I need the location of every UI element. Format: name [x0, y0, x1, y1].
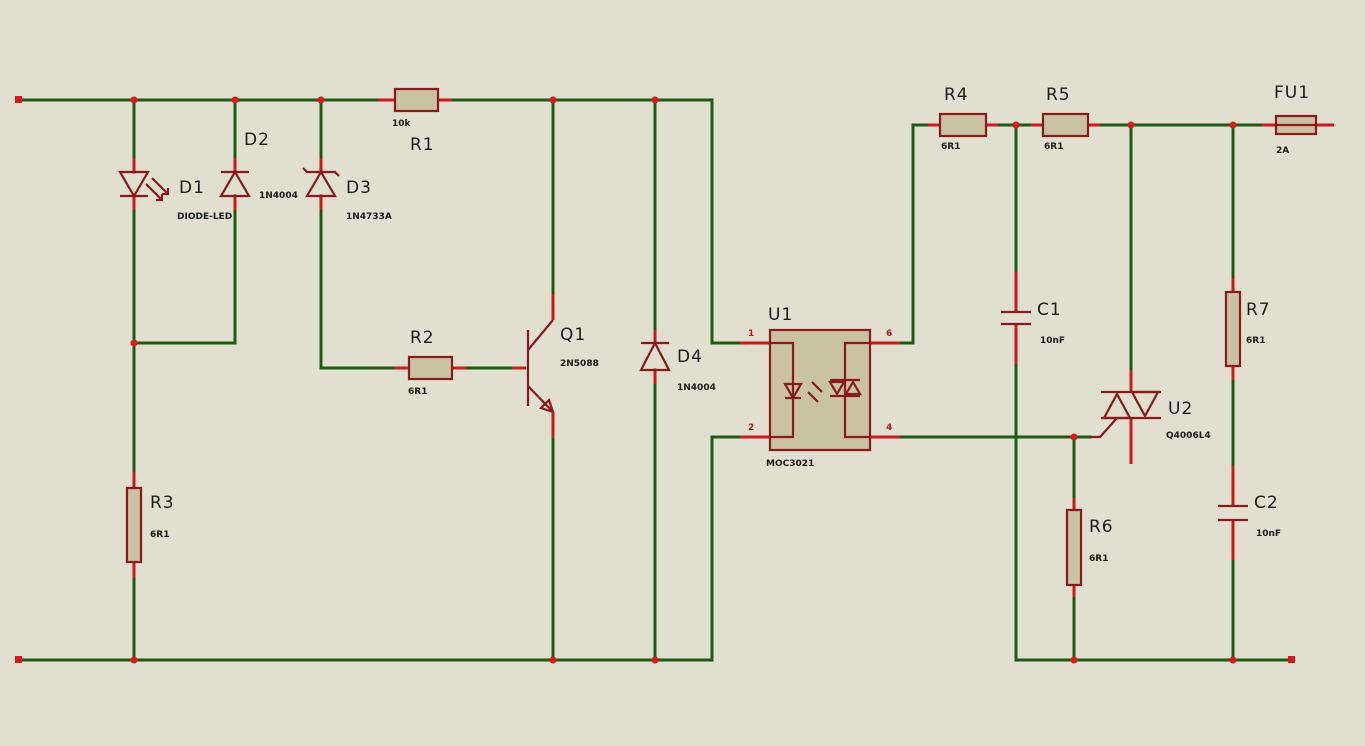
fuse-fu1[interactable]: FU1 2A [1262, 83, 1334, 156]
r3-value: 6R1 [150, 530, 169, 540]
optocoupler-u1[interactable]: 1 2 6 4 U1 MOC3021 [740, 305, 900, 469]
d2-ref: D2 [244, 130, 270, 150]
r6-value: 6R1 [1089, 554, 1108, 564]
r4-value: 6R1 [941, 142, 960, 152]
resistor-r2[interactable]: R2 6R1 [395, 328, 466, 397]
resistor-r4[interactable]: R4 6R1 [928, 85, 998, 152]
u1-pin-2: 2 [748, 423, 754, 433]
r7-value: 6R1 [1246, 336, 1265, 346]
u1-pin-1: 1 [748, 329, 754, 339]
d2-value: 1N4004 [259, 191, 298, 201]
r7-ref: R7 [1246, 300, 1271, 320]
zener-d3[interactable]: D3 1N4733A [302, 158, 392, 222]
d3-value: 1N4733A [346, 212, 392, 222]
d4-ref: D4 [677, 347, 703, 367]
u1-pin-4: 4 [886, 423, 892, 433]
fu1-ref: FU1 [1274, 83, 1310, 103]
c2-value: 10nF [1256, 529, 1281, 539]
resistor-r6[interactable]: R6 6R1 [1065, 498, 1114, 597]
r2-value: 6R1 [408, 387, 427, 397]
r4-ref: R4 [944, 85, 969, 105]
d1-value: DIODE-LED [177, 212, 232, 222]
diode-d2[interactable]: D2 1N4004 [219, 130, 298, 210]
d4-value: 1N4004 [677, 383, 716, 393]
r2-ref: R2 [410, 328, 435, 348]
u2-ref: U2 [1168, 399, 1193, 419]
junction-dots [15, 96, 1295, 664]
u1-value: MOC3021 [766, 459, 814, 469]
q1-ref: Q1 [560, 325, 586, 345]
c1-ref: C1 [1037, 300, 1062, 320]
resistor-r3[interactable]: R3 6R1 [125, 472, 175, 578]
r5-value: 6R1 [1044, 142, 1063, 152]
capacitor-c1[interactable]: C1 10nF [1001, 272, 1065, 364]
d3-ref: D3 [346, 178, 372, 198]
r3-ref: R3 [150, 493, 175, 513]
triac-u2[interactable]: U2 Q4006L4 [1090, 370, 1211, 464]
r6-ref: R6 [1089, 517, 1114, 537]
resistor-r5[interactable]: R5 6R1 [1031, 85, 1100, 152]
resistor-r7[interactable]: R7 6R1 [1224, 278, 1271, 380]
c2-ref: C2 [1254, 493, 1279, 513]
fu1-value: 2A [1276, 146, 1289, 156]
r1-value: 10k [392, 119, 412, 129]
u1-ref: U1 [768, 305, 793, 325]
r5-ref: R5 [1046, 85, 1071, 105]
c1-value: 10nF [1040, 336, 1065, 346]
transistor-q1[interactable]: Q1 2N5088 [512, 294, 599, 438]
capacitor-c2[interactable]: C2 10nF [1218, 466, 1281, 560]
wires [18, 98, 1292, 662]
resistor-r1[interactable]: 10k R1 [378, 87, 452, 155]
q1-value: 2N5088 [560, 359, 599, 369]
diode-d4[interactable]: D4 1N4004 [639, 330, 716, 393]
r1-ref: R1 [410, 135, 435, 155]
u2-value: Q4006L4 [1166, 431, 1211, 441]
u1-pin-6: 6 [886, 329, 892, 339]
led-d1[interactable]: D1 DIODE-LED [118, 158, 232, 222]
d1-ref: D1 [179, 178, 205, 198]
